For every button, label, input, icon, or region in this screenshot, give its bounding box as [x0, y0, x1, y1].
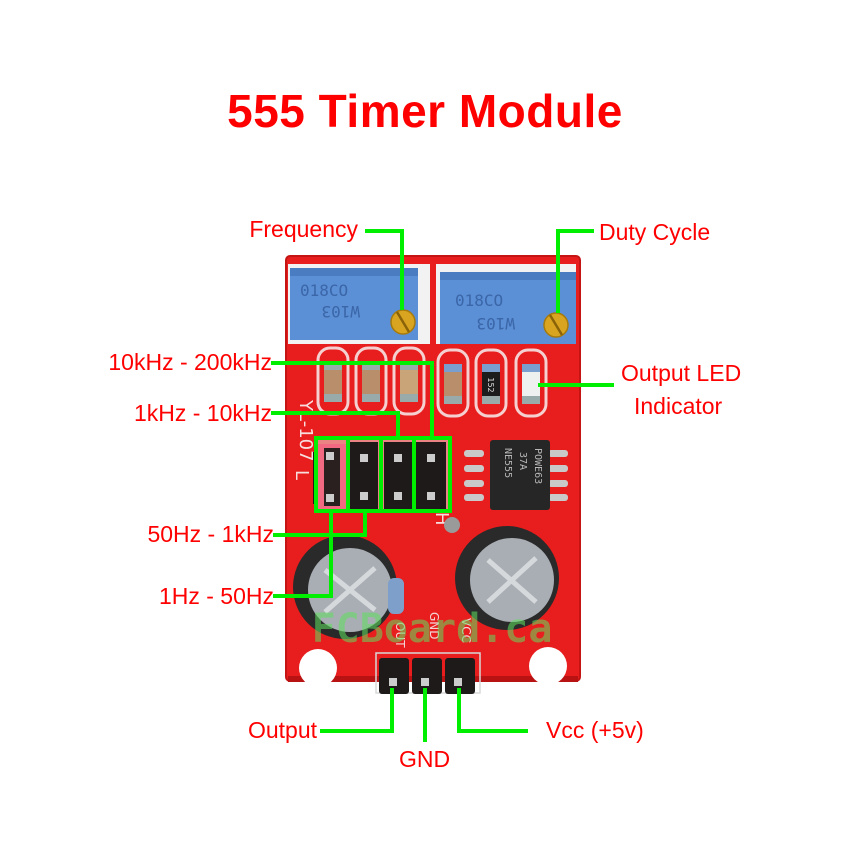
svg-text:018CO: 018CO — [455, 291, 503, 310]
svg-text:37A: 37A — [517, 452, 528, 470]
electrolytic-capacitor-right — [455, 526, 559, 630]
svg-text:152: 152 — [486, 377, 495, 392]
leader-lines — [271, 229, 614, 742]
svg-text:GND: GND — [427, 612, 441, 640]
mounting-hole-right — [529, 647, 567, 685]
mounting-hole-left — [299, 649, 337, 687]
svg-text:VCC: VCC — [459, 618, 473, 643]
jumper-low-mark: L — [291, 470, 312, 480]
svg-text:018CO: 018CO — [300, 281, 348, 300]
svg-text:NE555: NE555 — [502, 448, 513, 478]
label-output: Output — [247, 717, 317, 743]
ne555-ic: NE555 37A POWE63 — [464, 440, 568, 510]
duty-cycle-trimpot: 018CO W103 — [436, 264, 576, 344]
silkscreen-id: YL-107 — [295, 399, 316, 462]
label-range-50-1k: 50Hz - 1kHz — [147, 521, 274, 547]
label-range-10k-200k: 10kHz - 200kHz — [108, 349, 272, 375]
label-duty-cycle: Duty Cycle — [599, 219, 711, 245]
power-output-header — [375, 652, 481, 694]
label-vcc: Vcc (+5v) — [546, 717, 644, 743]
svg-text:W103: W103 — [321, 302, 360, 321]
smd-components: 152 — [324, 362, 540, 404]
diagram-title: 555 Timer Module — [227, 85, 623, 137]
svg-text:POWE63: POWE63 — [532, 448, 543, 484]
label-frequency: Frequency — [249, 216, 358, 242]
frequency-trimpot: 018CO W103 — [288, 264, 430, 344]
label-output-led-line2: Indicator — [634, 393, 723, 419]
label-output-led-line1: Output LED — [621, 360, 742, 386]
label-range-1-50: 1Hz - 50Hz — [158, 583, 274, 609]
label-gnd: GND — [399, 746, 451, 772]
svg-text:W103: W103 — [476, 314, 515, 333]
svg-text:OUT: OUT — [393, 622, 407, 648]
label-range-1k-10k: 1kHz - 10kHz — [133, 400, 272, 426]
watermark: FCBoard.ca — [312, 606, 553, 652]
